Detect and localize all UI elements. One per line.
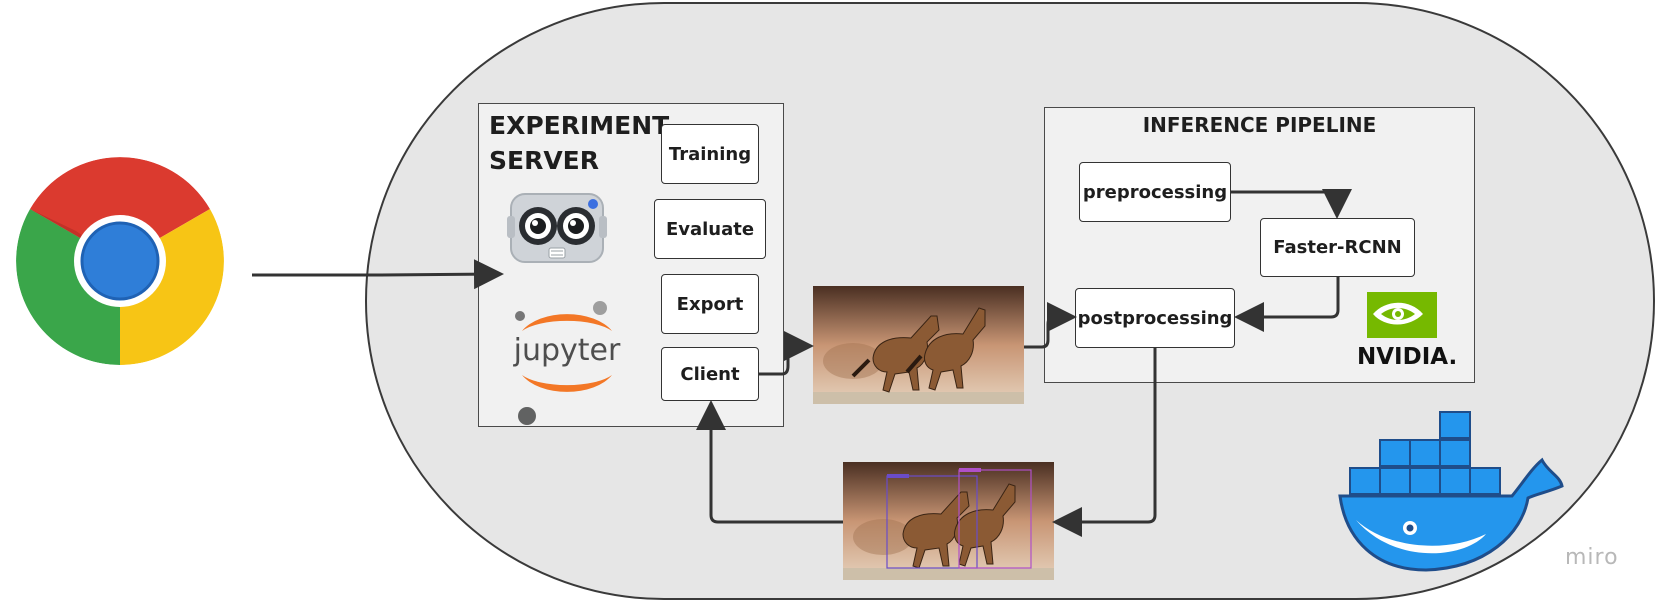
jupyter-label: jupyter [513, 333, 621, 368]
inference-pipeline-title: INFERENCE PIPELINE [1142, 113, 1377, 137]
robot-icon [507, 193, 607, 263]
docker-whale-icon [1338, 411, 1564, 572]
training-button[interactable]: Training [661, 124, 759, 184]
input-image-to-postprocessing-arrow [1024, 302, 1077, 349]
evaluate-button[interactable]: Evaluate [654, 199, 766, 259]
miro-watermark: miro [1565, 545, 1619, 570]
experiment-server-title: EXPERIMENT SERVER [489, 108, 669, 178]
postprocessing-step[interactable]: postprocessing [1075, 288, 1235, 348]
faster-rcnn-step[interactable]: Faster-RCNN [1260, 218, 1415, 277]
nvidia-label: NVIDIA. [1357, 344, 1457, 368]
preprocessing-to-model-arrow [1231, 189, 1352, 219]
preprocessing-step[interactable]: preprocessing [1079, 162, 1231, 222]
input-image [813, 286, 1024, 404]
chrome-icon [16, 157, 224, 365]
browser-to-server-arrow [252, 259, 504, 290]
experiment-server-title-line2: SERVER [489, 146, 600, 175]
export-button[interactable]: Export [661, 274, 759, 334]
experiment-server-title-line1: EXPERIMENT [489, 111, 670, 140]
client-to-input-image-arrow [759, 331, 814, 376]
jupyter-logo-icon: jupyter [513, 301, 621, 425]
client-button[interactable]: Client [661, 347, 759, 401]
model-to-postprocessing-arrow [1234, 277, 1340, 332]
detection-output-image [843, 462, 1054, 580]
output-image-to-client-arrow [696, 400, 843, 524]
postprocessing-to-output-image-arrow [1052, 348, 1157, 537]
nvidia-logo-icon: NVIDIA. [1357, 292, 1457, 368]
